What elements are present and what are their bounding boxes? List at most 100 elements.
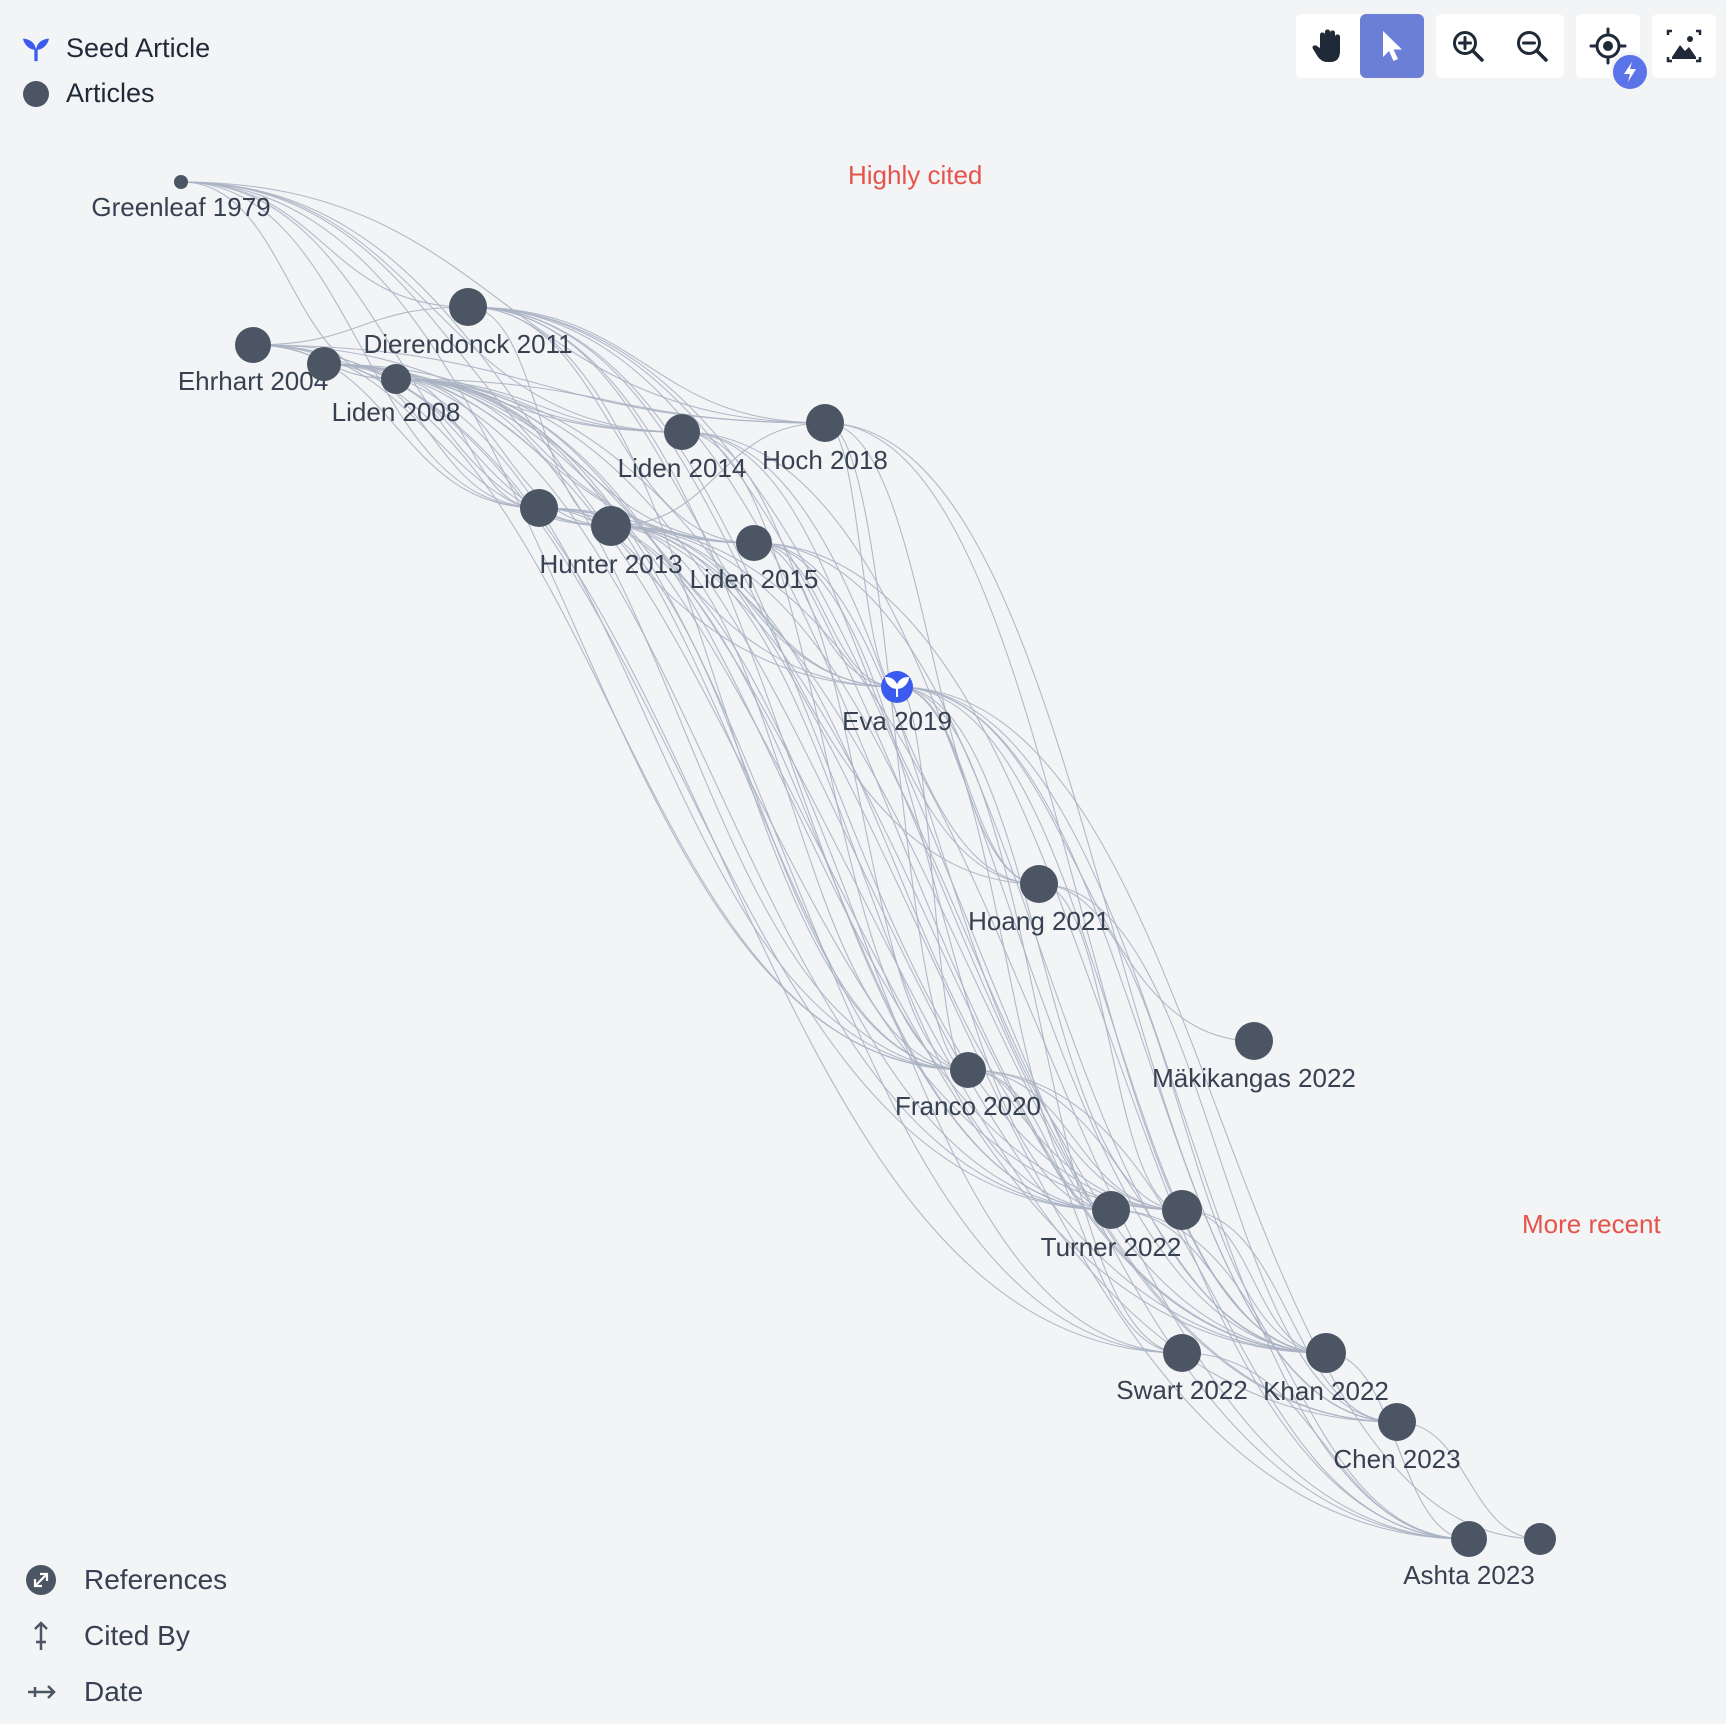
article-node[interactable]: Hoang 2021: [968, 865, 1110, 936]
article-node-label: Mäkikangas 2022: [1152, 1063, 1356, 1093]
seedling-icon: [22, 35, 50, 63]
legend-seed-label: Seed Article: [66, 33, 211, 63]
zoom-out-icon: [1517, 31, 1548, 62]
zoom-out-button[interactable]: [1500, 14, 1564, 78]
article-node-label: Liden 2015: [690, 564, 819, 594]
citation-edge: [681, 431, 1327, 1354]
legend-references: References: [24, 1552, 227, 1608]
image-icon: [1666, 29, 1702, 63]
article-node[interactable]: [1162, 1190, 1202, 1230]
article-node[interactable]: [307, 347, 341, 381]
citation-edge: [180, 181, 683, 433]
seed-article-node[interactable]: Eva 2019: [842, 671, 952, 736]
zoom-group: [1436, 14, 1564, 78]
citation-edge: [681, 431, 969, 1071]
article-node-label: Liden 2008: [332, 397, 461, 427]
citation-edge: [753, 542, 969, 1071]
target-icon: [1589, 27, 1627, 65]
article-node-circle: [381, 364, 411, 394]
citation-edge: [1110, 1209, 1327, 1354]
article-node[interactable]: Ashta 2023: [1403, 1521, 1535, 1590]
article-node[interactable]: Hoch 2018: [762, 404, 888, 475]
article-node-label: Hoang 2021: [968, 906, 1110, 936]
article-node-label: Eva 2019: [842, 706, 952, 736]
citation-edge: [753, 542, 898, 688]
citation-edge: [967, 1069, 1183, 1211]
citation-edge: [896, 686, 1112, 1211]
date-label: Date: [84, 1676, 144, 1707]
article-node-label: Liden 2014: [618, 453, 747, 483]
cited-by-label: Cited By: [84, 1620, 190, 1651]
citation-edge: [467, 306, 969, 1071]
article-node-label: Hunter 2013: [539, 549, 682, 579]
article-node[interactable]: Khan 2022: [1263, 1333, 1389, 1406]
article-node[interactable]: Ehrhart 2004: [178, 327, 328, 396]
export-image-button[interactable]: [1652, 14, 1716, 78]
legend-articles-label: Articles: [66, 78, 155, 108]
citation-edge: [395, 378, 1327, 1354]
bolt-icon: [1624, 62, 1636, 82]
article-node-circle: [1162, 1190, 1202, 1230]
graph-legend: Seed Article Articles: [22, 26, 210, 116]
recenter-button[interactable]: [1576, 14, 1650, 92]
article-node-circle: [1451, 1521, 1487, 1557]
citation-edge: [896, 686, 1183, 1211]
citation-edge: [323, 363, 1398, 1423]
citation-edge: [252, 344, 540, 509]
citation-edge: [967, 1069, 1327, 1354]
article-node[interactable]: Liden 2008: [332, 364, 461, 427]
zoom-in-button[interactable]: [1436, 14, 1500, 78]
article-node[interactable]: Turner 2022: [1041, 1191, 1182, 1262]
bolt-badge: [1610, 52, 1650, 92]
seedling-icon: [884, 676, 910, 697]
citation-edge: [467, 306, 1183, 1211]
citation-edge: [896, 686, 1040, 885]
article-node[interactable]: Liden 2015: [690, 525, 819, 594]
citation-edge: [395, 378, 969, 1071]
citation-edge: [538, 507, 755, 544]
citation-edge: [610, 422, 826, 527]
article-node-circle: [1524, 1523, 1556, 1555]
citation-edge: [824, 422, 1398, 1423]
citation-edge: [395, 378, 826, 424]
select-button[interactable]: [1360, 14, 1424, 78]
pan-button[interactable]: [1296, 14, 1360, 78]
article-node-label: Dierendonck 2011: [363, 329, 572, 359]
article-node-circle: [736, 525, 772, 561]
article-node-label: Chen 2023: [1333, 1444, 1460, 1474]
citation-edge: [610, 525, 1470, 1540]
citation-edge: [896, 686, 1541, 1540]
citation-edge: [323, 363, 1112, 1211]
citation-edge: [180, 181, 755, 544]
article-node[interactable]: Swart 2022: [1116, 1334, 1248, 1405]
citation-edge: [395, 378, 683, 433]
vertical-arrow-icon: [24, 1619, 58, 1653]
article-node[interactable]: Dierendonck 2011: [363, 288, 573, 359]
article-node[interactable]: [520, 489, 558, 527]
article-node-label: Hoch 2018: [762, 445, 888, 475]
articles-dot-icon: [22, 80, 50, 108]
article-node[interactable]: Chen 2023: [1333, 1403, 1461, 1474]
citation-edge: [252, 306, 469, 346]
article-node[interactable]: Hunter 2013: [539, 506, 683, 579]
article-node[interactable]: [1524, 1523, 1556, 1555]
citation-edge: [323, 363, 969, 1071]
citation-edge: [1396, 1421, 1541, 1540]
more-recent-annotation: More recent: [1522, 1209, 1661, 1239]
article-node[interactable]: Franco 2020: [895, 1052, 1041, 1121]
citation-edge: [467, 306, 755, 544]
citation-edge: [323, 363, 540, 509]
article-node-label: Turner 2022: [1041, 1232, 1182, 1262]
citation-edge: [467, 306, 826, 424]
article-node[interactable]: Liden 2014: [618, 414, 747, 483]
citation-edge: [610, 525, 1183, 1211]
citation-edge: [538, 507, 1112, 1211]
citation-edge: [967, 1069, 1112, 1211]
article-node[interactable]: Greenleaf 1979: [91, 175, 271, 222]
article-node[interactable]: Mäkikangas 2022: [1152, 1022, 1356, 1093]
hand-icon: [1312, 29, 1340, 62]
article-node-circle: [520, 489, 558, 527]
citation-edge: [1038, 883, 1398, 1423]
article-node-circle: [1020, 865, 1058, 903]
